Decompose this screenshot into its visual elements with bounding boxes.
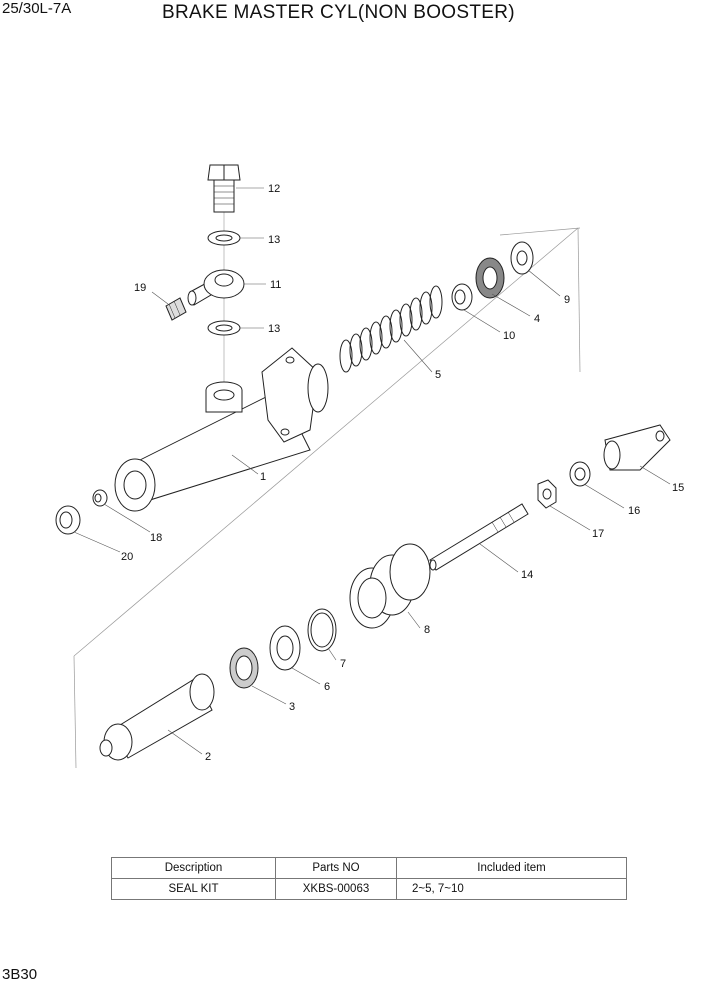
cell-description: SEAL KIT: [111, 878, 276, 900]
cylinder-body-part-1[interactable]: [114, 347, 329, 512]
seal-kit-table: Description Parts NO Included item SEAL …: [111, 857, 627, 900]
cell-part-no: XKBS-00063: [275, 878, 397, 900]
callout-1: 1: [260, 471, 266, 483]
callout-13-upper: 13: [268, 234, 280, 246]
bolt-part-12[interactable]: [207, 164, 241, 213]
piston-part-2[interactable]: [99, 673, 215, 761]
snap-ring-part-7[interactable]: [307, 608, 337, 652]
callout-17: 17: [592, 528, 604, 540]
washer-part-13-lower[interactable]: [207, 320, 241, 336]
callout-6: 6: [324, 681, 330, 693]
assembly-frame: [73, 227, 581, 769]
callout-18: 18: [150, 532, 162, 544]
header-description: Description: [111, 857, 276, 879]
banjo-fitting-part-11[interactable]: [187, 269, 245, 306]
page-number: 3B30: [2, 966, 38, 983]
callout-5: 5: [435, 369, 441, 381]
page-title: BRAKE MASTER CYL(NON BOOSTER): [162, 2, 515, 23]
header-parts-no: Parts NO: [275, 857, 397, 879]
washer-part-6[interactable]: [269, 625, 301, 671]
push-rod-part-14[interactable]: [429, 503, 529, 571]
callout-4: 4: [534, 313, 540, 325]
seal-part-4[interactable]: [475, 257, 505, 299]
callout-12: 12: [268, 183, 280, 195]
callout-3: 3: [289, 701, 295, 713]
callout-2: 2: [205, 751, 211, 763]
leader-lines: [73, 187, 671, 755]
spring-part-5[interactable]: [339, 285, 443, 373]
header-included-item: Included item: [396, 857, 627, 879]
cup-seal-part-3[interactable]: [229, 647, 259, 689]
nut-part-16[interactable]: [569, 461, 591, 487]
table-row: SEAL KIT XKBS-00063 2~5, 7~10: [111, 878, 627, 900]
washer-part-9[interactable]: [510, 241, 534, 275]
callout-16: 16: [628, 505, 640, 517]
boot-part-8[interactable]: [349, 543, 431, 629]
spacer-part-10[interactable]: [451, 283, 473, 311]
model-code: 25/30L-7A: [2, 0, 72, 17]
callout-19: 19: [134, 282, 146, 294]
clevis-part-15[interactable]: [603, 424, 671, 471]
washer-part-13-upper[interactable]: [207, 230, 241, 246]
bleeder-screw-part-19[interactable]: [165, 297, 187, 321]
lock-nut-part-17[interactable]: [537, 479, 557, 509]
cap-part-20[interactable]: [55, 505, 81, 535]
valve-part-18[interactable]: [92, 489, 108, 507]
callout-13-lower: 13: [268, 323, 280, 335]
callout-8: 8: [424, 624, 430, 636]
callout-10: 10: [503, 330, 515, 342]
callout-20: 20: [121, 551, 133, 563]
callout-9: 9: [564, 294, 570, 306]
cell-included-item: 2~5, 7~10: [396, 878, 627, 900]
callout-15: 15: [672, 482, 684, 494]
callout-14: 14: [521, 569, 533, 581]
callout-11: 11: [270, 279, 281, 291]
callout-7: 7: [340, 658, 346, 670]
table-header-row: Description Parts NO Included item: [111, 857, 627, 879]
